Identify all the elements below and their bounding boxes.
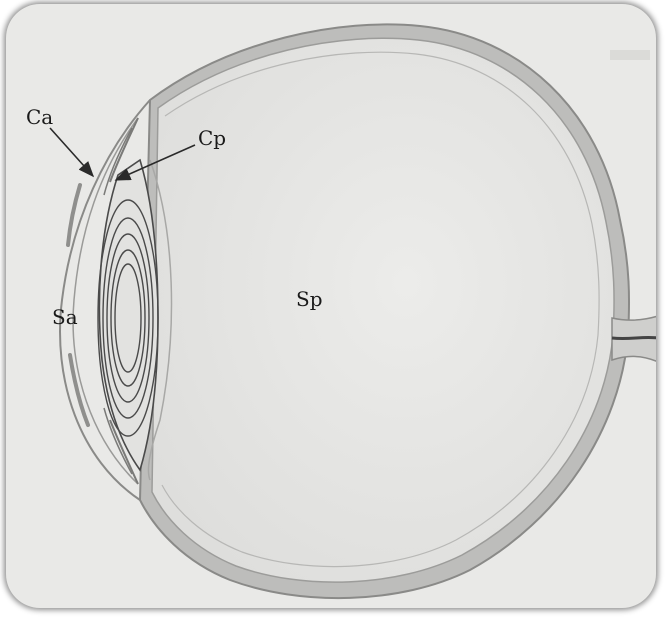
eye-diagram: Ca Cp Sa Sp (6, 4, 656, 608)
label-ca: Ca (26, 105, 53, 129)
ca-arrow (50, 128, 93, 176)
label-sp: Sp (296, 287, 323, 311)
label-cp: Cp (198, 126, 226, 150)
lens (98, 160, 158, 470)
diagram-card: Ca Cp Sa Sp (6, 4, 656, 608)
eyeball (140, 24, 629, 598)
label-sa: Sa (52, 305, 78, 329)
optic-nerve (612, 316, 656, 362)
